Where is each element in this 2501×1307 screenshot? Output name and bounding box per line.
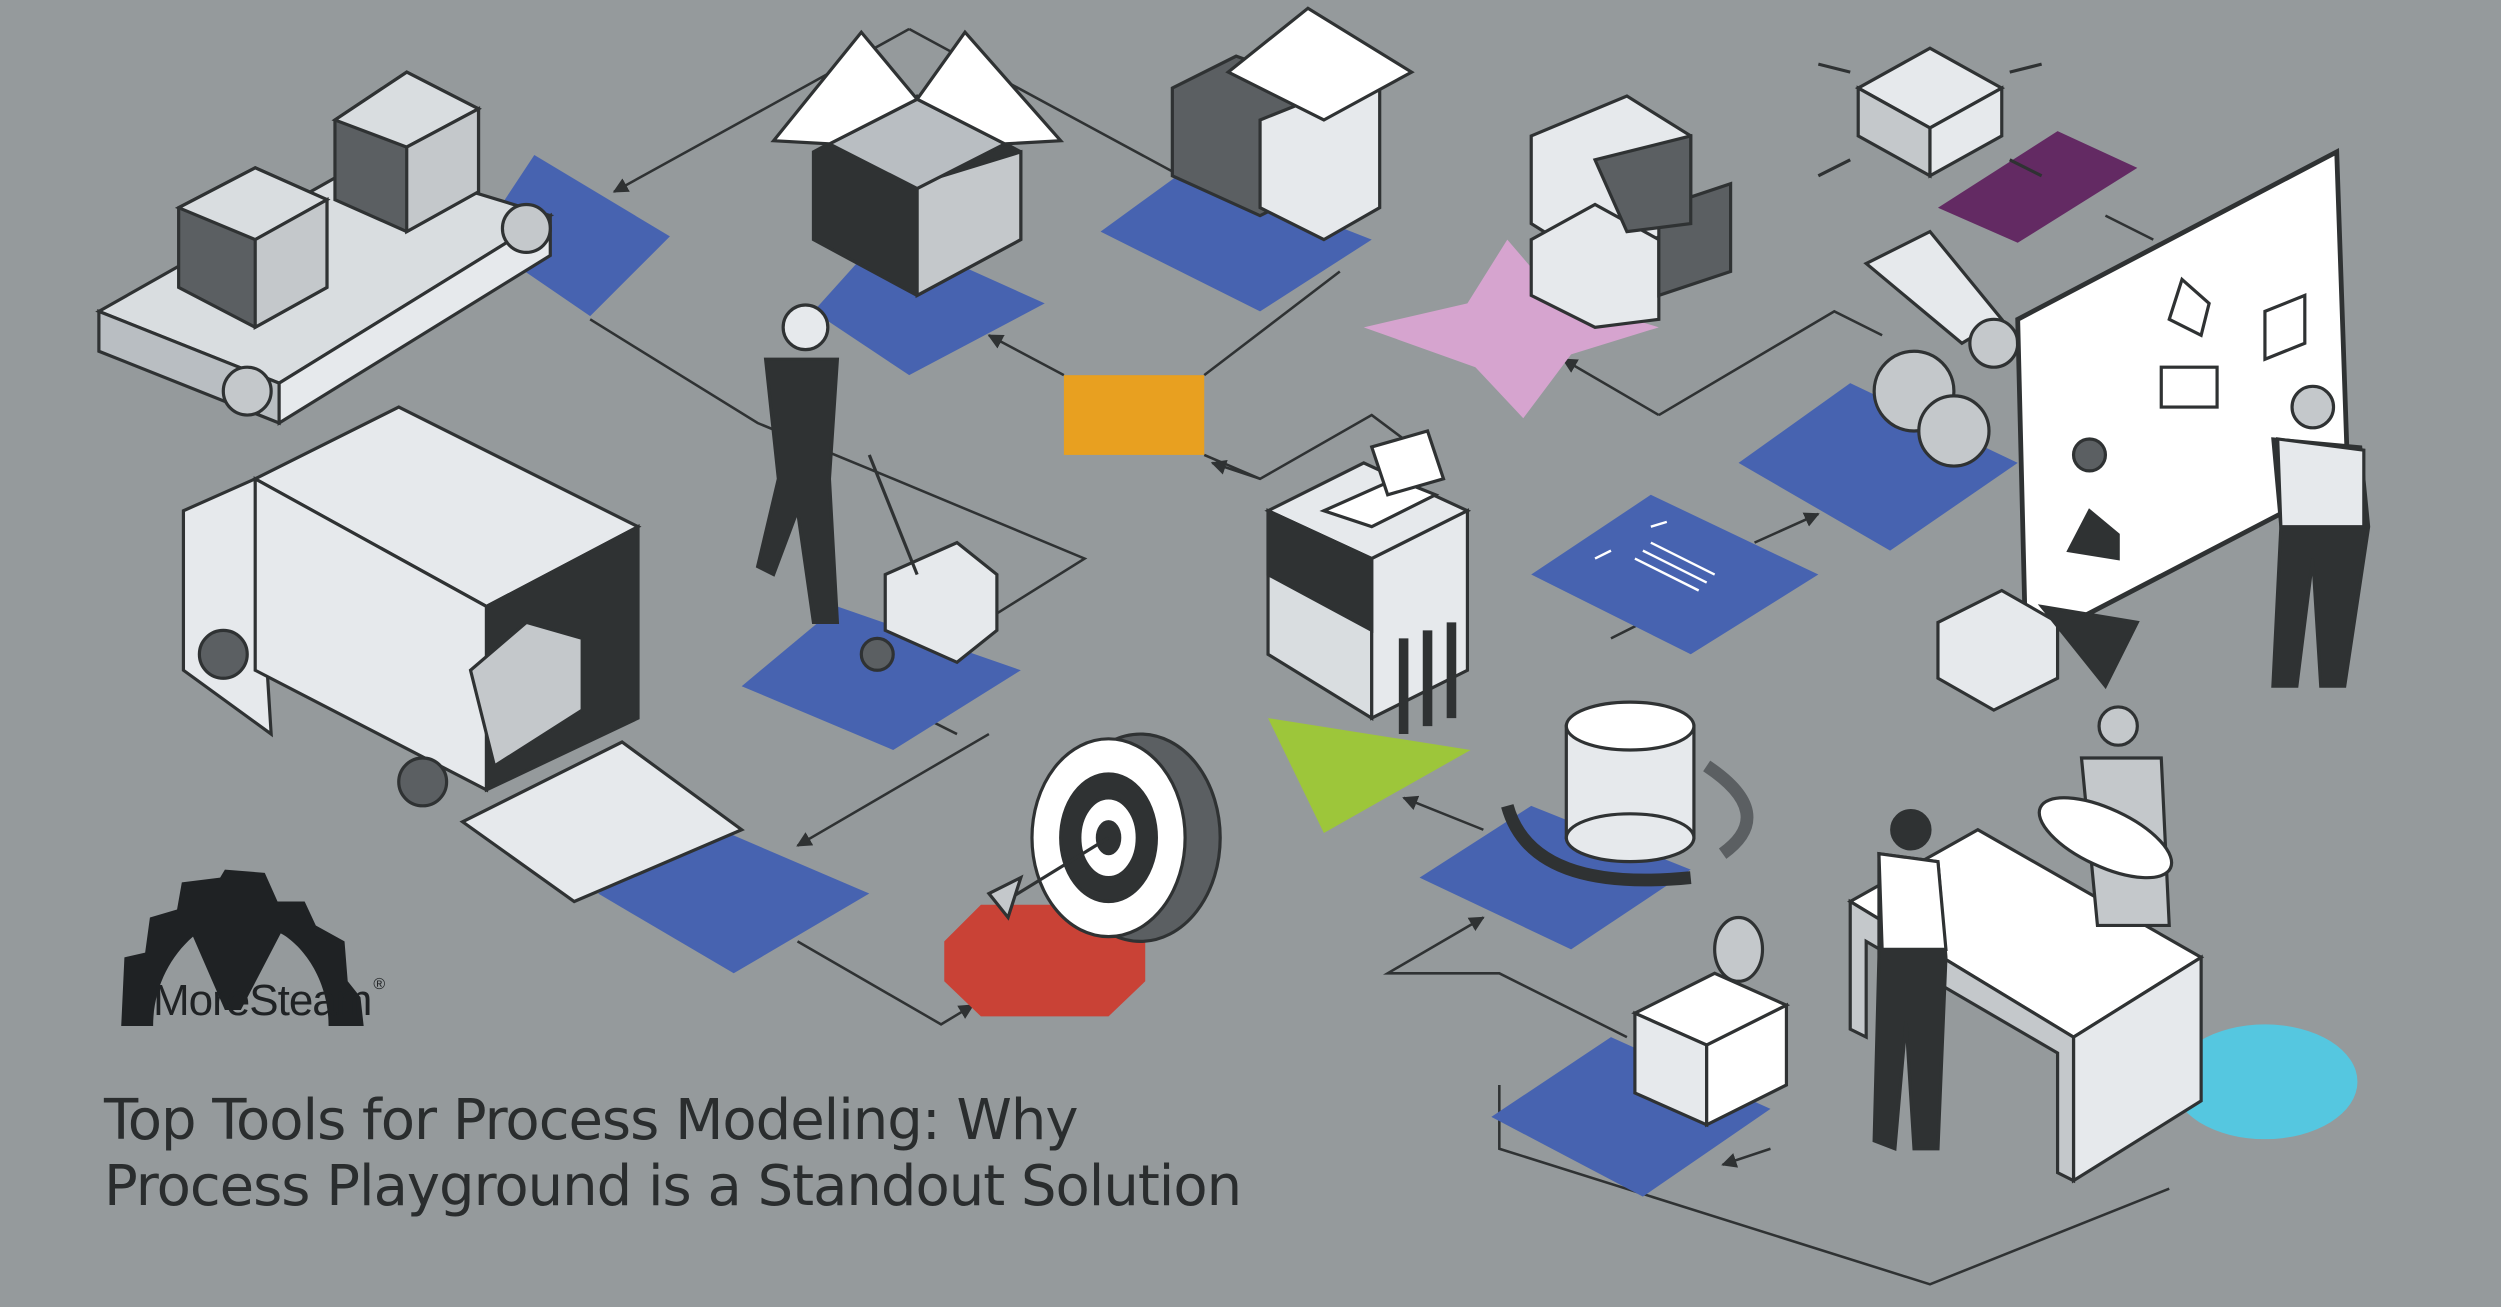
tile-dispenser [1491, 1037, 1771, 1197]
moresteam-gear-logo [121, 869, 364, 1026]
brand-logo: MoreSteam® [105, 868, 435, 1028]
brand-name: MoreSteam [153, 976, 372, 1025]
tile-scanner [1531, 494, 1819, 655]
open-box [770, 29, 1065, 299]
green-triangle [1268, 718, 1471, 833]
robot-arm [1863, 229, 2020, 468]
whiteboard [1936, 147, 2351, 712]
tile-conveyor [478, 155, 670, 317]
worker-with-handtruck [755, 303, 999, 672]
title-line-2: Process Playground is a Standout Solutio… [104, 1154, 1242, 1219]
tile-coins [1419, 805, 1691, 950]
stacked-boxes [1170, 6, 1733, 329]
pink-star [1363, 239, 1659, 419]
purple-shape [1937, 131, 2138, 243]
conveyor-belt [95, 70, 555, 426]
coin-stack [1501, 700, 1754, 887]
page-title: Top Tools for Process Modeling: Why Proc… [104, 1088, 1404, 1220]
people-at-desk [1872, 705, 2174, 1152]
person-at-whiteboard [2271, 384, 2371, 688]
scan-icon [1594, 520, 1716, 592]
cyan-ellipse [2172, 1024, 2358, 1140]
delivery-truck [181, 405, 745, 904]
tape-dispenser [1631, 915, 1791, 1128]
brand-wordmark: MoreSteam® [153, 976, 385, 1026]
registered-mark: ® [373, 976, 385, 993]
title-line-1: Top Tools for Process Modeling: Why [104, 1088, 1079, 1153]
target-with-arrow [986, 732, 1222, 943]
orange-block [1063, 375, 1205, 455]
tile-robot [1738, 383, 2018, 551]
box-with-arrows [1817, 46, 2043, 179]
process-step-tiles [478, 155, 2018, 1197]
machine-with-laptop [1264, 429, 1472, 735]
tile-worker [741, 606, 1021, 750]
tile-boxes [1100, 167, 1372, 312]
